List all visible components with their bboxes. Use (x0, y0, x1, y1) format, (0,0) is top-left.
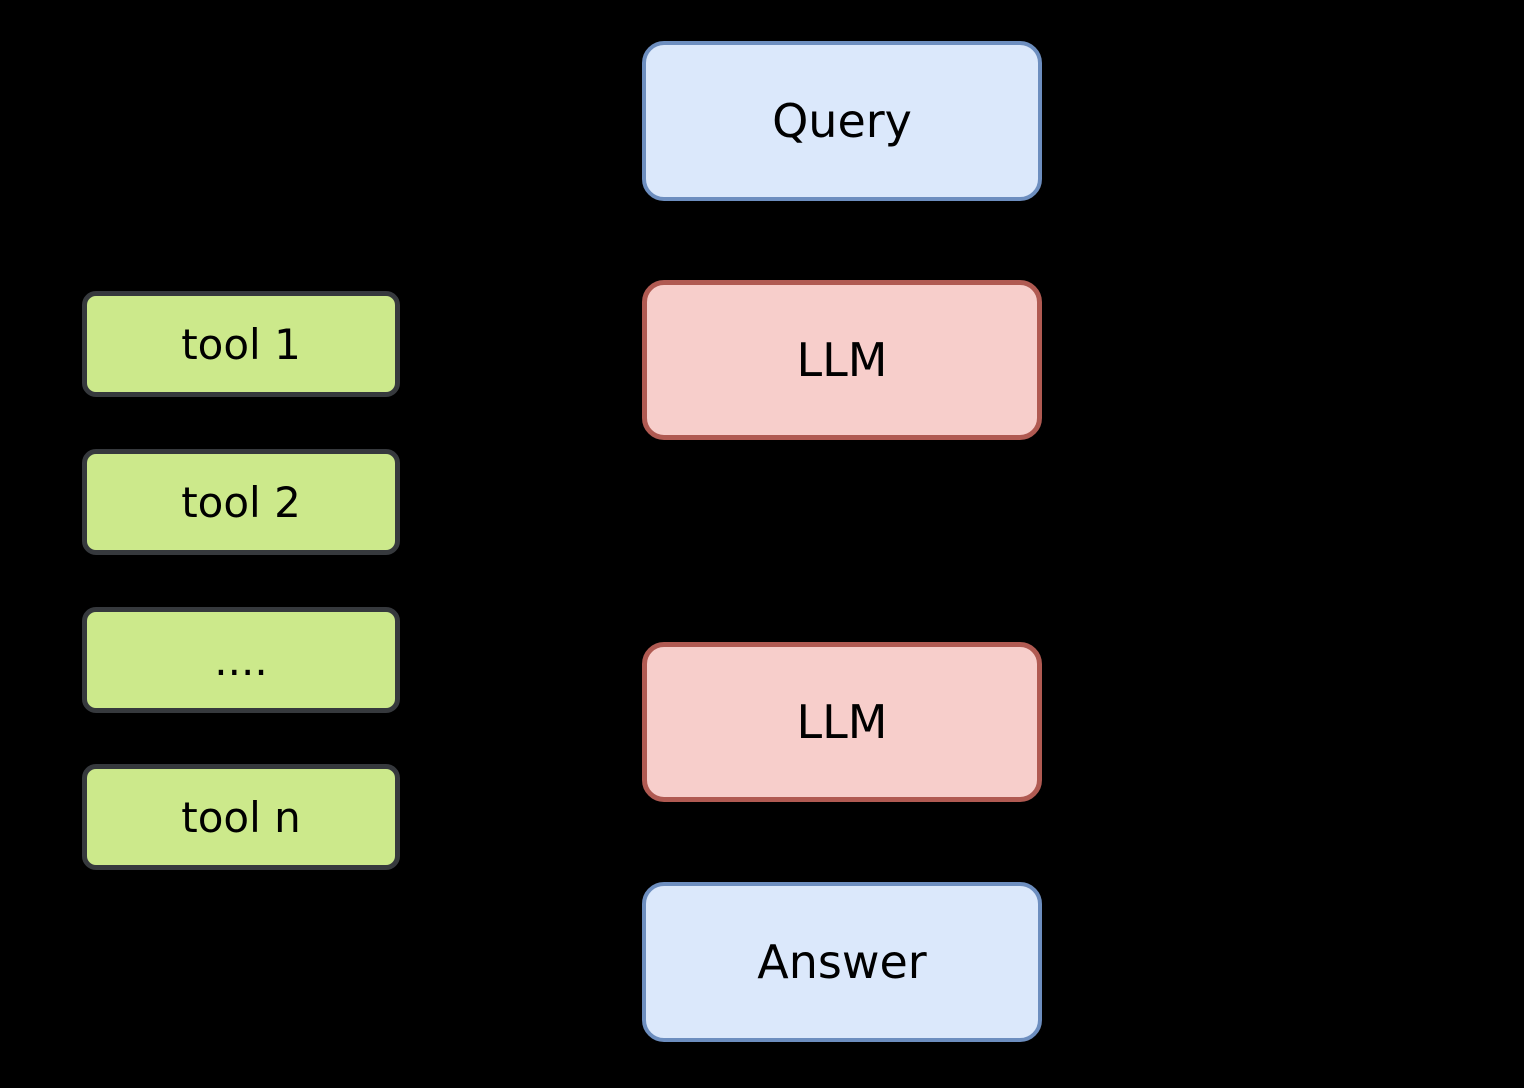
query-label: Query (772, 94, 912, 148)
tool-n-label: tool n (181, 792, 301, 842)
llm-2-label: LLM (796, 695, 888, 749)
tool-ellipsis-node: .... (82, 607, 400, 713)
answer-label: Answer (757, 935, 927, 989)
tool-ellipsis-label: .... (214, 635, 268, 685)
tool-1-label: tool 1 (181, 319, 301, 369)
llm-node-2: LLM (642, 642, 1042, 802)
tool-2-label: tool 2 (181, 477, 301, 527)
llm-1-label: LLM (796, 333, 888, 387)
llm-node-1: LLM (642, 280, 1042, 440)
tool-2-node: tool 2 (82, 449, 400, 555)
answer-node: Answer (642, 882, 1042, 1042)
tool-1-node: tool 1 (82, 291, 400, 397)
query-node: Query (642, 41, 1042, 201)
tool-n-node: tool n (82, 764, 400, 870)
